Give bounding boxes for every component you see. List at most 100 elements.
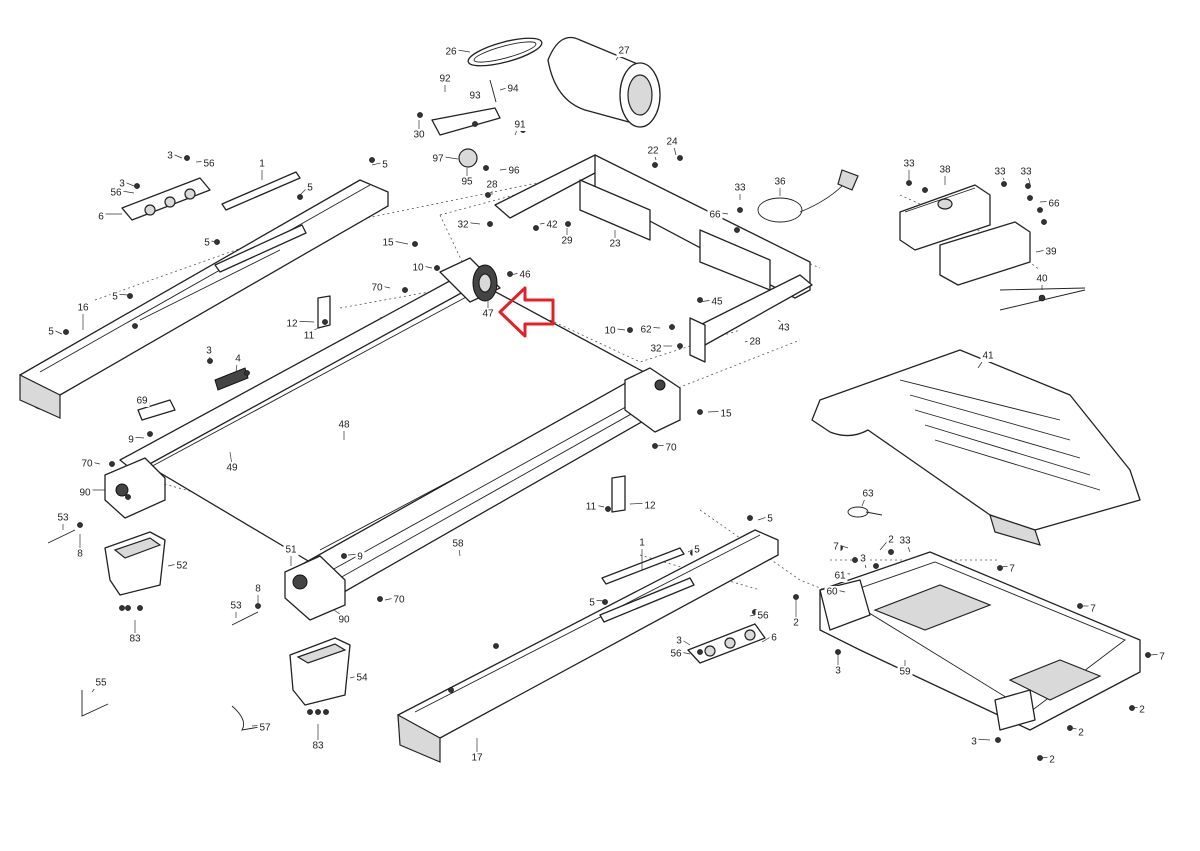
callout-83: 83 (129, 634, 141, 645)
callout-3: 3 (835, 666, 841, 677)
callout-bg-53 (55, 512, 71, 524)
callout-2: 2 (888, 535, 894, 546)
wire-63 (847, 506, 883, 518)
callout-59: 59 (899, 667, 911, 678)
callout-bg-7 (1007, 563, 1017, 575)
callout-bg-46 (517, 269, 533, 281)
callout-53: 53 (230, 601, 242, 612)
callout-54: 54 (356, 673, 368, 684)
callout-52: 52 (176, 561, 188, 572)
callout-bg-83 (127, 633, 143, 645)
callout-1: 1 (639, 538, 645, 549)
callout-9: 9 (128, 435, 134, 446)
callout-bg-83 (310, 740, 326, 752)
callout-69: 69 (136, 396, 148, 407)
treadmill-deck-48 (119, 269, 681, 601)
callout-7: 7 (1009, 564, 1015, 575)
screw-14 (244, 370, 250, 376)
callout-56: 56 (203, 159, 215, 170)
screw-24 (487, 221, 493, 227)
screw-46 (315, 709, 321, 715)
screw-52 (747, 515, 753, 521)
callout-bg-49 (224, 462, 240, 474)
screw-25 (485, 192, 491, 198)
callout-bg-17 (469, 752, 485, 764)
callout-bg-3 (833, 665, 843, 677)
controller-board-38 (899, 184, 991, 251)
callout-bg-16 (75, 302, 91, 314)
callout-29: 29 (561, 236, 573, 247)
callout-16: 16 (77, 303, 89, 314)
callout-bg-5 (587, 597, 597, 609)
screw-2 (134, 183, 140, 189)
callout-96: 96 (508, 166, 520, 177)
screw-28 (472, 121, 478, 127)
callout-bg-1 (637, 537, 647, 549)
callout-5: 5 (307, 183, 313, 194)
callout-60: 60 (826, 587, 838, 598)
callout-bg-15 (718, 408, 734, 420)
callout-bg-58 (450, 538, 466, 550)
callout-bg-3 (858, 553, 868, 565)
screw-6 (63, 329, 69, 335)
screw-70 (1001, 181, 1007, 187)
callout-62: 62 (640, 325, 652, 336)
callout-bg-52 (174, 560, 190, 572)
callout-bg-43 (776, 322, 792, 334)
callout-53: 53 (57, 513, 69, 524)
screw-5 (127, 293, 133, 299)
callout-45: 45 (711, 297, 723, 308)
callout-bg-33 (732, 182, 748, 194)
callout-6: 6 (771, 633, 777, 644)
screw-38 (412, 241, 418, 247)
callout-47: 47 (482, 309, 494, 320)
callout-4: 4 (235, 354, 241, 365)
callout-49: 49 (226, 463, 238, 474)
callout-bg-70 (663, 442, 679, 454)
callout-43: 43 (778, 323, 790, 334)
callout-bg-56 (668, 648, 684, 660)
callout-33: 33 (994, 167, 1006, 178)
upright-base-frame-43 (494, 154, 813, 363)
callout-bg-70 (391, 594, 407, 606)
callout-70: 70 (81, 459, 93, 470)
callout-bg-2 (1137, 704, 1147, 716)
screw-71 (1025, 183, 1031, 189)
callout-15: 15 (382, 238, 394, 249)
callout-32: 32 (457, 220, 469, 231)
callout-bg-9 (355, 551, 365, 563)
callout-bg-7 (1088, 603, 1098, 615)
callout-bg-95 (459, 176, 475, 188)
screw-3 (297, 194, 303, 200)
callout-46: 46 (519, 270, 531, 281)
callout-bg-28 (484, 179, 500, 191)
callout-bg-69 (134, 395, 150, 407)
callout-9: 9 (357, 552, 363, 563)
brackets-12 (317, 295, 626, 513)
front-endcap-right (624, 367, 681, 433)
callout-10: 10 (604, 326, 616, 337)
screw-36 (697, 297, 703, 303)
callout-bg-54 (354, 672, 370, 684)
motor-base-tray-59 (819, 551, 1141, 731)
callout-bg-2 (1076, 727, 1086, 739)
front-roller-47 (439, 257, 501, 303)
screw-26 (483, 165, 489, 171)
callout-bg-11 (301, 330, 317, 342)
screw-59 (997, 565, 1003, 571)
screw-23 (565, 221, 571, 227)
callout-40: 40 (1036, 274, 1048, 285)
right-side-rail-strip-1 (599, 547, 695, 623)
callout-2: 2 (1139, 705, 1145, 716)
callout-bg-96 (506, 165, 522, 177)
screw-54 (697, 649, 703, 655)
callout-83: 83 (312, 741, 324, 752)
callout-bg-56 (201, 158, 217, 170)
callout-17: 17 (471, 753, 483, 764)
callout-bg-3 (204, 345, 214, 357)
callout-bg-53 (228, 600, 244, 612)
screw-22 (533, 225, 539, 231)
callout-bg-15 (380, 237, 396, 249)
callout-bg-8 (75, 548, 85, 560)
callout-bg-5 (305, 182, 315, 194)
